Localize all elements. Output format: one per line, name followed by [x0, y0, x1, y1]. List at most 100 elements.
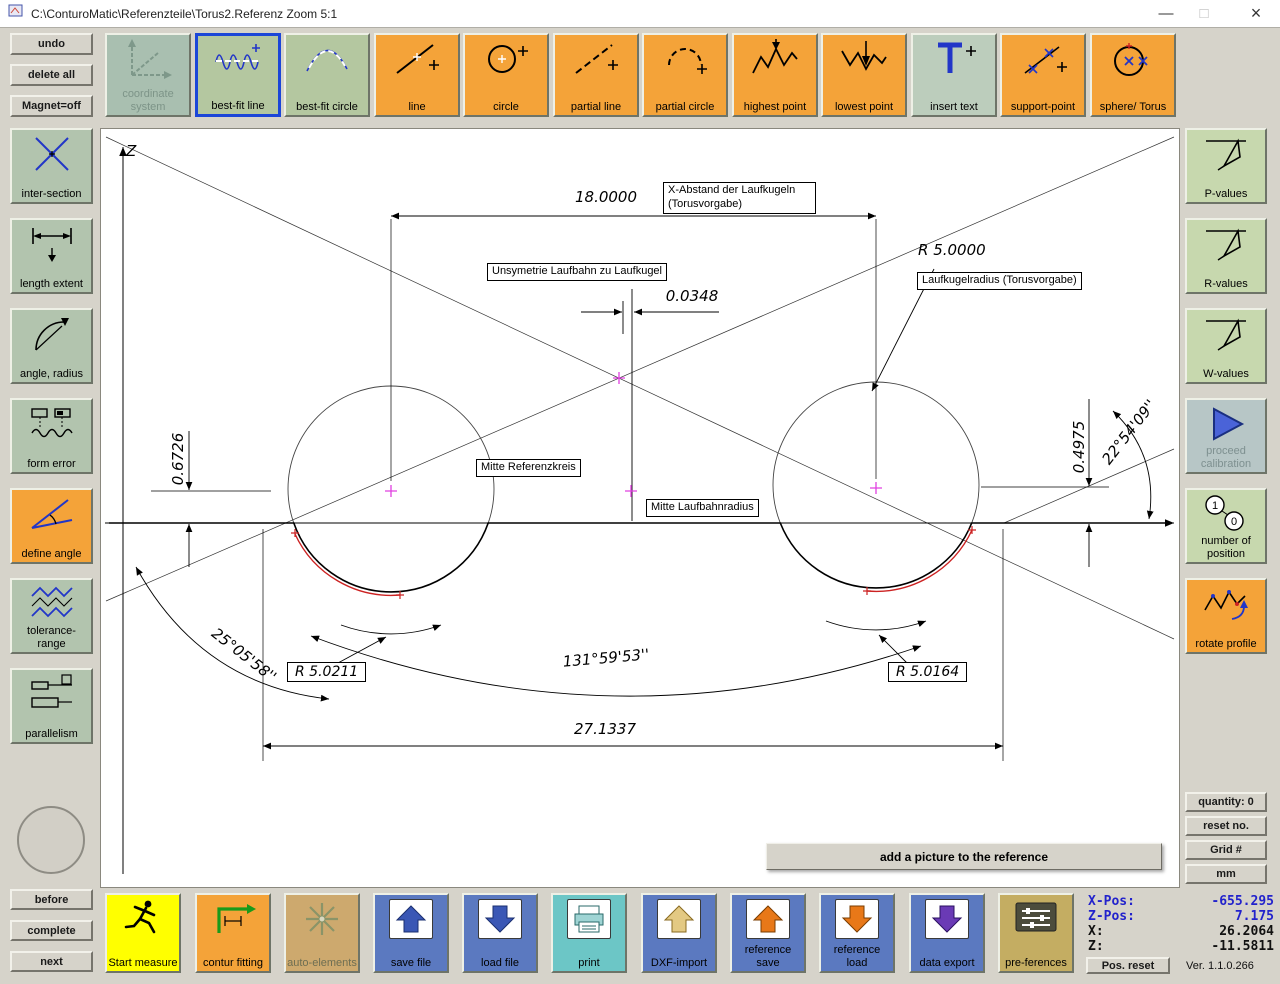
tool-define-angle[interactable]: define angle: [10, 488, 93, 564]
add-picture-button[interactable]: add a picture to the reference: [766, 843, 1162, 870]
insert-text-icon: [930, 39, 978, 79]
delete-all-button[interactable]: delete all: [10, 64, 93, 86]
preferences-button[interactable]: pre-ferences: [998, 893, 1074, 973]
undo-button[interactable]: undo: [10, 33, 93, 55]
auto-elements-button[interactable]: auto-elements: [284, 893, 360, 973]
x-label: X:: [1088, 924, 1104, 939]
tool-circle[interactable]: circle: [463, 33, 549, 117]
reference-load-button[interactable]: reference load: [819, 893, 895, 973]
mm-button[interactable]: mm: [1185, 864, 1267, 884]
pos-reset-button[interactable]: Pos. reset: [1086, 957, 1170, 974]
z-label: Z:: [1088, 939, 1104, 954]
tool-support-point[interactable]: support-point: [1000, 33, 1086, 117]
tool-insert-text[interactable]: insert text: [911, 33, 997, 117]
tool-length-extent[interactable]: length extent: [10, 218, 93, 294]
measured-arc-right: [866, 529, 973, 593]
tool-angle-radius[interactable]: angle, radius: [10, 308, 93, 384]
tool-lowest-point[interactable]: lowest point: [821, 33, 907, 117]
tool-parallelism[interactable]: parallelism: [10, 668, 93, 744]
best-fit-line-icon: [214, 40, 262, 80]
tool-form-error[interactable]: form error: [10, 398, 93, 474]
tool-tolerance-range[interactable]: tolerance-range: [10, 578, 93, 654]
partial-circle-icon: [661, 39, 709, 79]
start-measure-button[interactable]: Start measure: [105, 893, 181, 973]
dimension-right-offset: [981, 399, 1109, 567]
drawing-canvas[interactable]: Z 18.0000 X-Abstand der Laufkugeln (Toru…: [100, 128, 1180, 888]
circle-icon: [482, 39, 530, 79]
tool-sphere-torus[interactable]: sphere/ Torus: [1090, 33, 1176, 117]
button-label: reference save: [744, 944, 792, 969]
contur-fitting-button[interactable]: contur fitting: [195, 893, 271, 973]
tool-label: parallelism: [25, 727, 78, 740]
grid-button[interactable]: Grid #: [1185, 840, 1267, 860]
button-label: contur fitting: [203, 956, 263, 969]
svg-text:0: 0: [1231, 516, 1237, 528]
button-label: auto-elements: [287, 956, 357, 969]
dim-unsymmetry: 0.0348: [665, 287, 719, 305]
tool-w-values[interactable]: W-values: [1185, 308, 1267, 384]
tool-partial-circle[interactable]: partial circle: [642, 33, 728, 117]
maximize-button[interactable]: □: [1199, 5, 1209, 22]
reference-save-button[interactable]: reference save: [730, 893, 806, 973]
quantity-button[interactable]: quantity: 0: [1185, 792, 1267, 812]
save-file-icon: [389, 899, 433, 939]
leader-radius-left: [337, 636, 387, 664]
reset-no-button[interactable]: reset no.: [1185, 816, 1267, 836]
tool-rotate-profile[interactable]: rotate profile: [1185, 578, 1267, 654]
dim-radius-left: R 5.0211: [287, 662, 367, 682]
reference-save-icon: [746, 899, 790, 939]
tool-best-fit-circle[interactable]: best-fit circle: [284, 33, 370, 117]
leader-radius-right: [878, 634, 908, 664]
coordinate-system-icon: [124, 39, 172, 79]
note-mid-track: Mitte Laufbahnradius: [646, 499, 759, 517]
window-title: C:\ConturoMatic\Referenzteile\Torus2.Ref…: [31, 6, 338, 21]
tool-best-fit-line[interactable]: best-fit line: [195, 33, 281, 117]
support-point-icon: [1019, 39, 1067, 79]
load-file-button[interactable]: load file: [462, 893, 538, 973]
tool-label: inter-section: [21, 187, 82, 200]
button-label: Start measure: [108, 956, 178, 969]
tool-r-values[interactable]: R-values: [1185, 218, 1267, 294]
tool-p-values[interactable]: P-values: [1185, 128, 1267, 204]
button-label: reference load: [833, 944, 881, 969]
tool-label: best-fit circle: [296, 100, 358, 113]
print-icon: [567, 899, 611, 939]
radius-arc-right: [825, 620, 927, 631]
dimension-left-offset: [151, 431, 271, 567]
preferences-icon: [1014, 899, 1058, 935]
tool-intersection[interactable]: inter-section: [10, 128, 93, 204]
complete-button[interactable]: complete: [10, 920, 93, 941]
tool-label: highest point: [743, 100, 807, 113]
z-value: -11.5811: [1211, 939, 1274, 954]
magnet-toggle-button[interactable]: Magnet=off: [10, 95, 93, 117]
before-button[interactable]: before: [10, 889, 93, 910]
line-icon: [393, 39, 441, 79]
tool-label: proceed calibration: [1200, 445, 1252, 470]
r-values-icon: [1202, 224, 1250, 264]
contur-fitting-icon: [209, 899, 257, 939]
close-button[interactable]: ×: [1250, 3, 1262, 23]
tool-label: insert text: [930, 100, 978, 113]
tool-label: coordinate system: [122, 88, 174, 113]
tool-label: best-fit line: [211, 99, 265, 112]
lowest-point-icon: [840, 39, 888, 79]
tool-label: rotate profile: [1195, 637, 1257, 650]
x-value: 26.2064: [1219, 924, 1274, 939]
data-export-button[interactable]: data export: [909, 893, 985, 973]
data-export-icon: [925, 899, 969, 939]
tool-proceed-calibration[interactable]: proceed calibration: [1185, 398, 1267, 474]
dxf-import-button[interactable]: DXF-import: [641, 893, 717, 973]
note-mid-reference: Mitte Referenzkreis: [476, 459, 581, 477]
tool-coordinate-system[interactable]: coordinate system: [105, 33, 191, 117]
tool-partial-line[interactable]: partial line: [553, 33, 639, 117]
save-file-button[interactable]: save file: [373, 893, 449, 973]
tool-highest-point[interactable]: highest point: [732, 33, 818, 117]
next-button[interactable]: next: [10, 951, 93, 972]
tool-line[interactable]: line: [374, 33, 460, 117]
print-button[interactable]: print: [551, 893, 627, 973]
minimize-button[interactable]: —: [1158, 5, 1174, 22]
dimension-0348: [581, 289, 719, 521]
angle-arcs: [135, 410, 1154, 702]
